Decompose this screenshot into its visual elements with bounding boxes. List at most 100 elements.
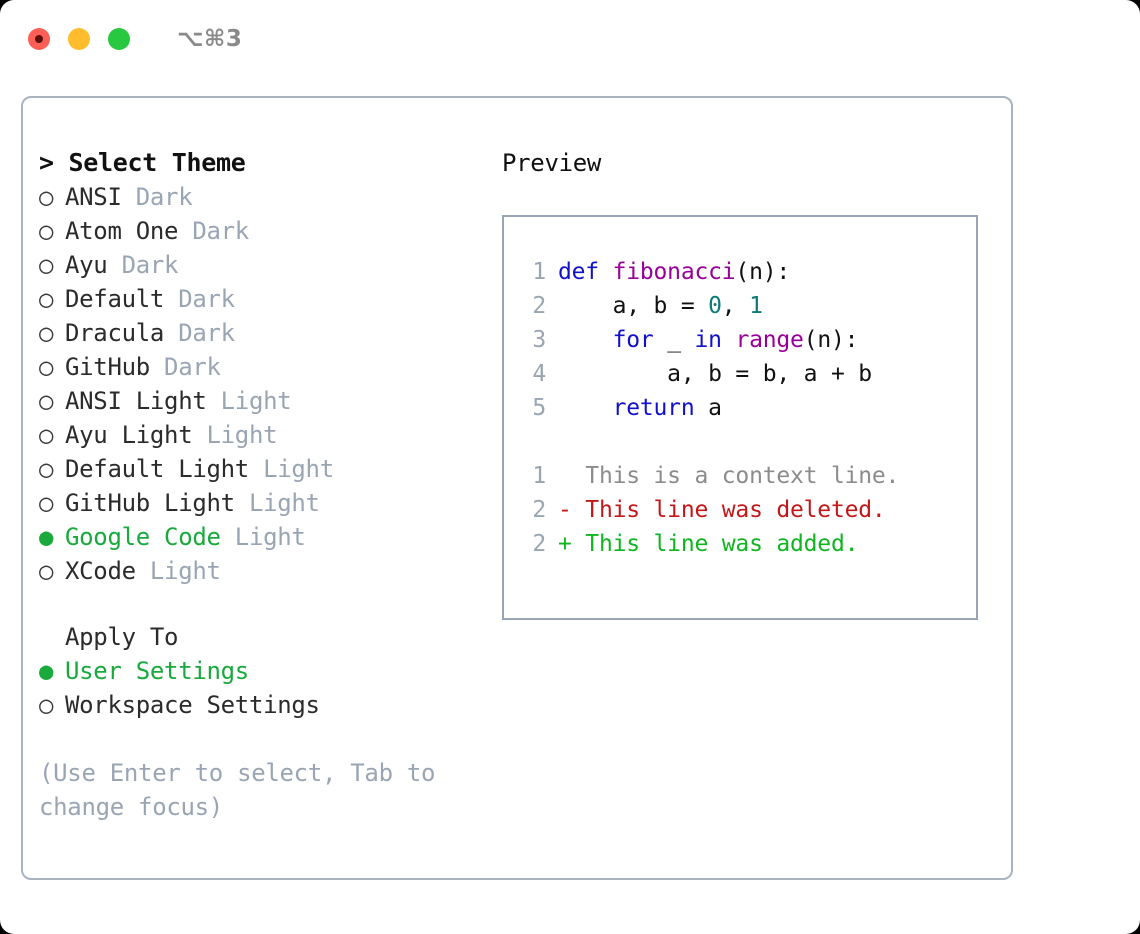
- code-token: ,: [721, 293, 750, 319]
- keyboard-shortcut-label: ⌥⌘3: [177, 26, 243, 52]
- maximize-window-button[interactable]: [108, 28, 130, 50]
- theme-option-variant: Dark: [164, 319, 235, 347]
- minimize-window-button[interactable]: [68, 28, 90, 50]
- radio-unselected-icon: ○: [39, 183, 68, 211]
- line-number: 3: [532, 327, 546, 353]
- radio-unselected-icon: ○: [39, 557, 68, 585]
- line-number: 1: [532, 463, 546, 489]
- section-spacer: [39, 588, 489, 620]
- theme-option-name: XCode: [65, 557, 136, 585]
- code-diff-spacer: [522, 425, 976, 459]
- code-token: def: [558, 259, 613, 285]
- theme-option-ansi-light[interactable]: ○ ANSI Light Light: [39, 384, 489, 418]
- code-token: [558, 327, 613, 353]
- apply-to-option-workspace-settings[interactable]: ○ Workspace Settings: [39, 688, 489, 722]
- select-theme-heading: > Select Theme: [39, 146, 489, 180]
- theme-option-variant: Light: [206, 387, 292, 415]
- code-token: (n):: [735, 259, 791, 285]
- radio-unselected-icon: ○: [39, 217, 68, 245]
- diff-sample: 1 This is a context line.2- This line wa…: [522, 459, 976, 561]
- theme-option-variant: Light: [192, 421, 278, 449]
- radio-unselected-icon: ○: [39, 251, 68, 279]
- hint-spacer: [39, 722, 489, 756]
- diff-text: This is a context line.: [585, 463, 900, 489]
- code-token: a: [694, 395, 722, 421]
- theme-option-variant: Dark: [164, 285, 235, 313]
- theme-option-name: ANSI Light: [65, 387, 207, 415]
- line-number: 2: [532, 497, 546, 523]
- apply-to-heading: Apply To: [65, 623, 179, 651]
- code-token: in: [694, 327, 722, 353]
- radio-selected-icon: ●: [39, 657, 68, 685]
- theme-option-variant: Dark: [121, 183, 193, 211]
- diff-text: This line was deleted.: [585, 497, 886, 523]
- code-token: range: [735, 327, 804, 353]
- theme-option-name: GitHub Light: [65, 489, 235, 517]
- theme-option-google-code[interactable]: ● Google Code Light: [39, 520, 489, 554]
- radio-unselected-icon: ○: [39, 421, 68, 449]
- radio-unselected-icon: ○: [39, 691, 68, 719]
- apply-to-option-name: Workspace Settings: [65, 691, 320, 719]
- diff-line-context: 1 This is a context line.: [522, 459, 976, 493]
- theme-option-name: Ayu: [65, 251, 108, 279]
- diff-sign: [558, 463, 585, 489]
- theme-option-list: ○ ANSI Dark○ Atom One Dark○ Ayu Dark○ De…: [39, 180, 489, 588]
- theme-option-name: Google Code: [65, 523, 221, 551]
- theme-option-name: GitHub: [65, 353, 150, 381]
- code-token: a, b = b, a + b: [558, 361, 872, 387]
- theme-option-variant: Light: [234, 489, 320, 517]
- apply-to-option-user-settings[interactable]: ● User Settings: [39, 654, 489, 688]
- apply-to-option-name: User Settings: [65, 657, 249, 685]
- code-token: [722, 327, 736, 353]
- theme-option-xcode[interactable]: ○ XCode Light: [39, 554, 489, 588]
- theme-option-default-light[interactable]: ○ Default Light Light: [39, 452, 489, 486]
- code-token: for: [612, 327, 654, 353]
- prompt-caret: >: [39, 148, 69, 177]
- theme-option-github[interactable]: ○ GitHub Dark: [39, 350, 489, 384]
- preview-heading: Preview: [502, 149, 602, 177]
- close-window-button[interactable]: [28, 28, 50, 50]
- theme-option-name: ANSI: [65, 183, 122, 211]
- keyboard-hint-text: (Use Enter to select, Tab to change focu…: [39, 759, 436, 821]
- theme-option-variant: Light: [220, 523, 306, 551]
- theme-option-ayu[interactable]: ○ Ayu Dark: [39, 248, 489, 282]
- radio-unselected-icon: ○: [39, 353, 68, 381]
- theme-option-dracula[interactable]: ○ Dracula Dark: [39, 316, 489, 350]
- theme-option-name: Dracula: [65, 319, 165, 347]
- theme-option-name: Default Light: [65, 455, 249, 483]
- code-token: a, b =: [558, 293, 709, 319]
- theme-option-github-light[interactable]: ○ GitHub Light Light: [39, 486, 489, 520]
- theme-option-name: Ayu Light: [65, 421, 193, 449]
- radio-selected-icon: ●: [39, 523, 68, 551]
- window-titlebar: ⌥⌘3: [0, 0, 1140, 78]
- code-token: 0: [708, 293, 722, 319]
- diff-line-added: 2+ This line was added.: [522, 527, 976, 561]
- code-token: return: [612, 395, 695, 421]
- theme-option-variant: Light: [135, 557, 221, 585]
- code-line: 2 a, b = 0, 1: [522, 289, 976, 323]
- line-number: 5: [532, 395, 546, 421]
- radio-unselected-icon: ○: [39, 455, 68, 483]
- code-line: 5 return a: [522, 391, 976, 425]
- line-number: 4: [532, 361, 546, 387]
- theme-option-name: Atom One: [65, 217, 179, 245]
- code-token: 1: [749, 293, 763, 319]
- select-theme-label: Select Theme: [68, 148, 246, 177]
- theme-option-ayu-light[interactable]: ○ Ayu Light Light: [39, 418, 489, 452]
- theme-option-ansi[interactable]: ○ ANSI Dark: [39, 180, 489, 214]
- theme-option-name: Default: [65, 285, 165, 313]
- code-line: 3 for _ in range(n):: [522, 323, 976, 357]
- code-token: [558, 395, 613, 421]
- theme-option-atom-one[interactable]: ○ Atom One Dark: [39, 214, 489, 248]
- theme-option-variant: Dark: [107, 251, 179, 279]
- theme-option-variant: Light: [248, 455, 334, 483]
- code-token: (n):: [803, 327, 859, 353]
- diff-line-deleted: 2- This line was deleted.: [522, 493, 976, 527]
- apply-to-option-list: ● User Settings○ Workspace Settings: [39, 654, 489, 722]
- theme-option-default[interactable]: ○ Default Dark: [39, 282, 489, 316]
- content-panel: > Select Theme ○ ANSI Dark○ Atom One Dar…: [21, 96, 1013, 880]
